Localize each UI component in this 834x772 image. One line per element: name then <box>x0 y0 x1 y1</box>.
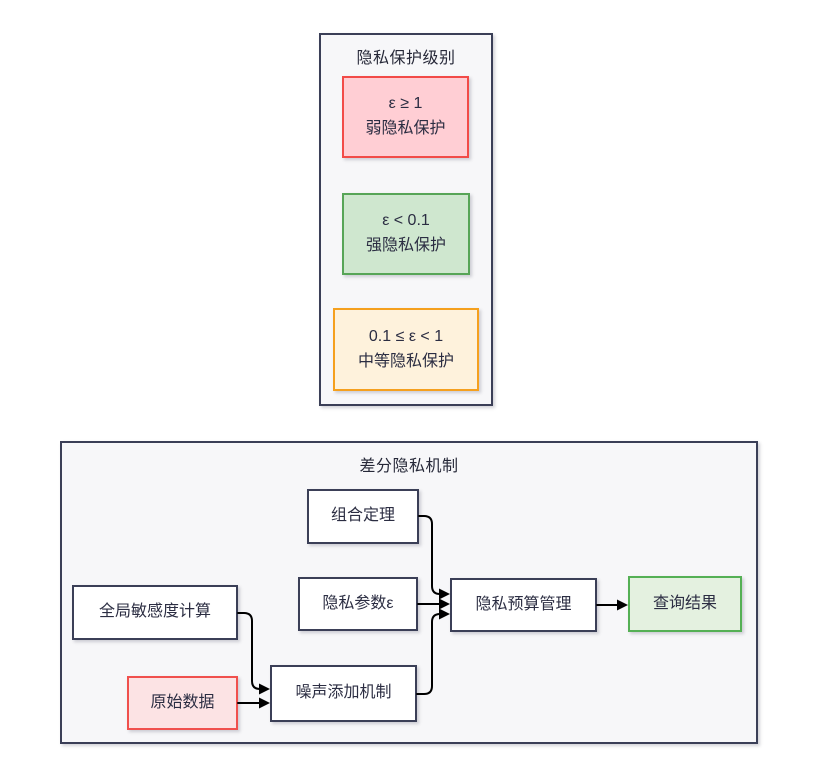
node-privacy-parameter: 隐私参数ε <box>298 577 418 631</box>
level-strong-label: 强隐私保护 <box>365 237 446 254</box>
node-composition-theorem: 组合定理 <box>307 489 419 544</box>
node-privacy-parameter-label: 隐私参数ε <box>322 594 394 612</box>
mechanism-title: 差分隐私机制 <box>359 458 459 475</box>
node-global-sensitivity: 全局敏感度计算 <box>72 585 238 640</box>
node-noise-mechanism-label: 噪声添加机制 <box>295 684 392 702</box>
privacy-levels-title: 隐私保护级别 <box>356 50 456 67</box>
level-weak-privacy-box: ε ≥ 1 弱隐私保护 <box>342 76 469 158</box>
node-privacy-budget: 隐私预算管理 <box>450 578 597 632</box>
node-global-sensitivity-label: 全局敏感度计算 <box>98 603 211 621</box>
level-medium-condition: 0.1 ≤ ε < 1 <box>368 327 444 345</box>
level-medium-label: 中等隐私保护 <box>357 352 454 370</box>
level-weak-label: 弱隐私保护 <box>365 120 446 137</box>
node-raw-data: 原始数据 <box>127 676 238 730</box>
node-privacy-budget-label: 隐私预算管理 <box>475 595 572 613</box>
node-query-result: 查询结果 <box>628 576 742 632</box>
node-composition-theorem-label: 组合定理 <box>330 507 395 525</box>
node-query-result-label: 查询结果 <box>652 594 717 612</box>
level-strong-condition: ε < 0.1 <box>382 212 430 230</box>
level-weak-condition: ε ≥ 1 <box>388 95 423 113</box>
node-noise-mechanism: 噪声添加机制 <box>270 665 417 722</box>
level-medium-privacy-box: 0.1 ≤ ε < 1 中等隐私保护 <box>333 308 479 391</box>
level-strong-privacy-box: ε < 0.1 强隐私保护 <box>342 193 470 275</box>
node-raw-data-label: 原始数据 <box>150 693 215 711</box>
